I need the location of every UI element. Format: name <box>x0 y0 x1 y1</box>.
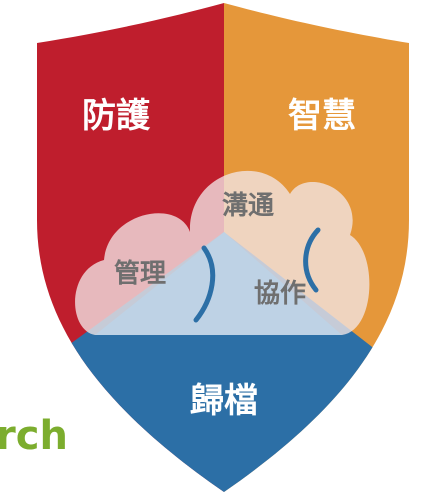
label-intelligence: 智慧 <box>288 96 356 136</box>
cloud-lower-region <box>95 232 342 335</box>
label-protection: 防護 <box>82 96 151 136</box>
label-communication: 溝通 <box>222 191 274 221</box>
label-collaboration: 協作 <box>254 279 306 309</box>
label-archive: 歸檔 <box>190 381 258 421</box>
cloud-accent-arc-right <box>303 227 321 293</box>
label-management: 管理 <box>114 259 166 289</box>
partial-word: rch <box>0 413 68 459</box>
cloud-accent-arc-left <box>193 245 216 323</box>
